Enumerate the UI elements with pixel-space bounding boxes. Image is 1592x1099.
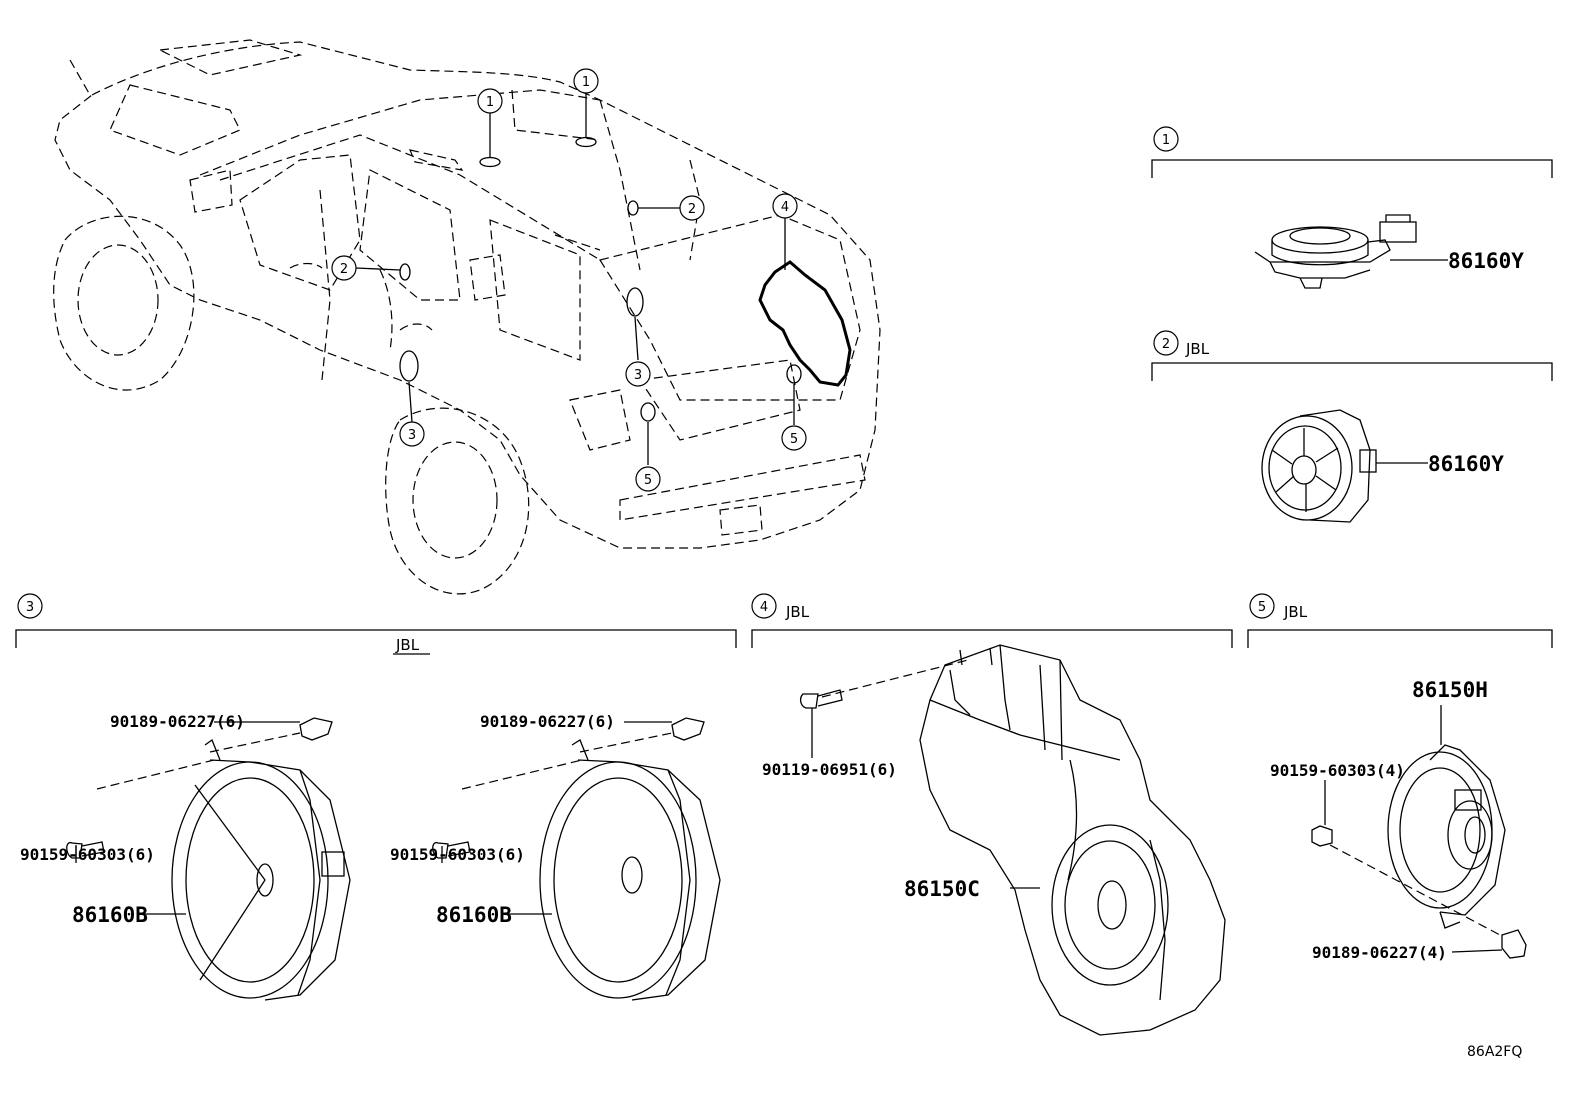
marker-rear-door [626,287,644,317]
part-90119-06951: 90119-06951(6) [762,760,897,779]
marker-door-upper [399,263,411,281]
marker-roof-left [479,156,501,168]
speaker-86160Y-roof-drawing [1254,214,1448,289]
section-2-number: 2 [1162,337,1170,352]
part-90189-06227-right: 90189-06227(6) [480,712,615,731]
section-5-number: 5 [1258,600,1266,615]
callout-5b: 5 [790,432,798,447]
marker-door-lower [399,350,419,382]
part-90159-60303-left: 90159-60303(6) [20,845,155,864]
callout-1b: 1 [582,75,590,90]
vehicle-callouts: 1 1 2 2 3 3 4 5 5 [331,68,807,492]
section-4: 4 JBL 90119-06951(6) 86150C [751,593,1233,1036]
part-90189-06227-s5: 90189-06227(4) [1312,943,1447,962]
section-3-tag: JBL [395,636,420,654]
section-3-number: 3 [26,600,34,615]
diagram-code: 86A2FQ [1467,1044,1522,1060]
vehicle-illustration [53,39,881,595]
vehicle-leaders [355,93,795,465]
callout-1a: 1 [486,95,494,110]
section-5: 5 JBL 86150H 90159-60303(4) 90189-06227(… [1247,593,1553,962]
part-86160Y-tweeter: 86160Y [1428,452,1504,476]
part-90159-60303-right: 90159-60303(6) [390,845,525,864]
callout-3b: 3 [408,428,416,443]
marker-rear-lower-right [786,364,802,384]
section-2-tag: JBL [1185,340,1210,358]
section-3: 3 JBL 90189-06227(6) 90159-60303(6) 861 [15,593,737,1001]
callout-2b: 2 [340,262,348,277]
marker-rear-lower-left [640,402,656,422]
section-2: 2 JBL 86160Y [1151,330,1553,523]
speaker-86160B-right-drawing [432,717,721,1001]
part-90189-06227-left: 90189-06227(6) [110,712,245,731]
section-4-tag: JBL [785,603,810,621]
speaker-86160B-left-drawing [66,717,351,1001]
marker-woofer [758,260,852,387]
callout-3a: 3 [634,368,642,383]
section-1: 1 86160Y [1151,126,1553,289]
part-86160B-left: 86160B [72,903,148,927]
callout-2a: 2 [688,202,696,217]
part-86150H: 86150H [1412,678,1488,702]
part-86160B-right: 86160B [436,903,512,927]
section-4-number: 4 [760,600,768,615]
callout-4: 4 [781,200,789,215]
marker-pillar [627,200,639,216]
marker-roof-right [575,136,597,148]
section-5-tag: JBL [1283,603,1308,621]
part-90159-60303-s5: 90159-60303(4) [1270,761,1405,780]
vehicle-speaker-markers [399,136,852,422]
woofer-86150C-drawing [821,644,1226,1036]
speaker-86160Y-tweeter-drawing [1261,409,1428,523]
part-86150C: 86150C [904,877,980,901]
speaker-86150H-drawing [1329,705,1506,936]
part-86160Y-roof: 86160Y [1448,249,1524,273]
section-1-number: 1 [1162,133,1170,148]
callout-5a: 5 [644,473,652,488]
